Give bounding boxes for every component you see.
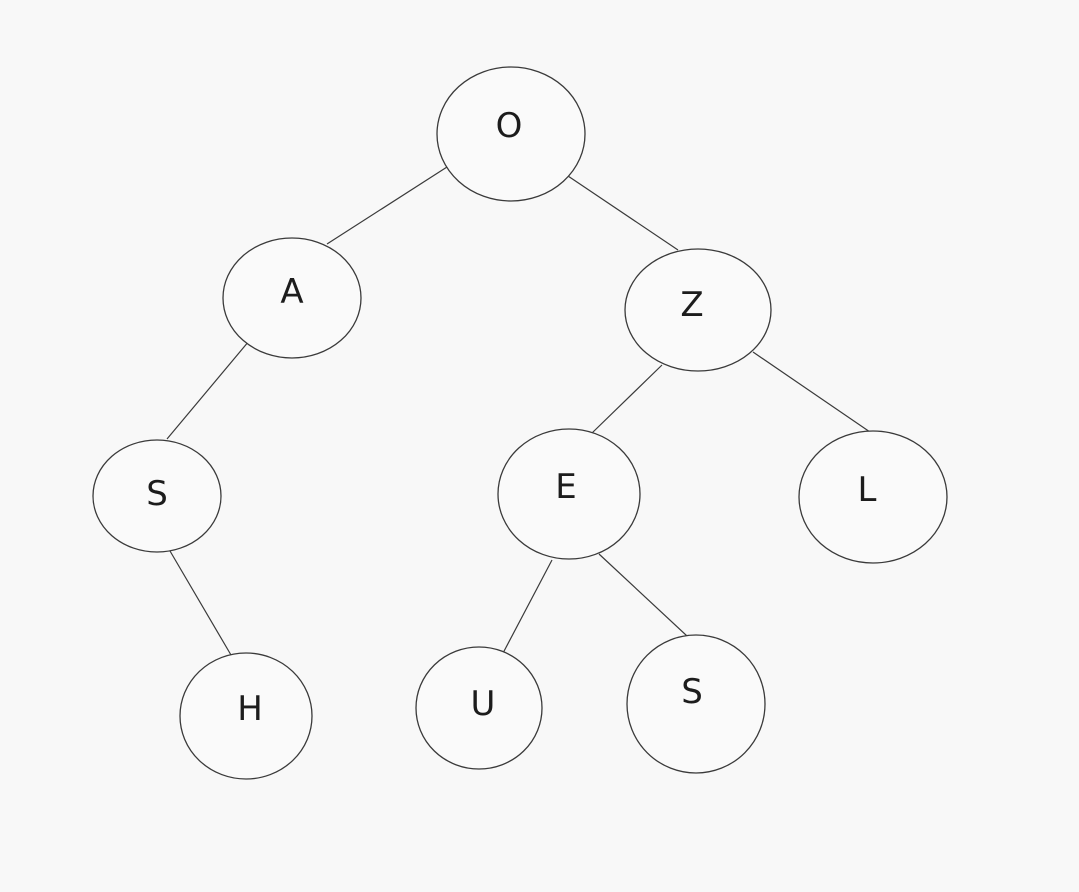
node-circle (624, 248, 772, 372)
edge-o-a (326, 166, 448, 245)
node-label: S (146, 474, 168, 514)
node-label: S (681, 672, 703, 712)
edge-e-u (501, 559, 553, 656)
node-circle (92, 439, 222, 553)
node-circle (626, 634, 766, 774)
tree-node-h: H (179, 652, 313, 780)
node-label: O (496, 106, 523, 146)
tree-node-s: S (92, 439, 222, 553)
node-circle (436, 66, 586, 202)
node-label: Z (680, 285, 703, 325)
edge-e-s2 (598, 553, 688, 637)
node-label: L (858, 470, 877, 510)
tree-node-l: L (798, 430, 948, 564)
nodes-layer: O A Z S E L H U (92, 66, 948, 780)
tree-node-e: E (497, 428, 641, 560)
tree-node-z: Z (624, 248, 772, 372)
tree-node-s: S (626, 634, 766, 774)
node-label: U (471, 684, 496, 724)
edges-layer (166, 166, 871, 656)
edge-a-s1 (166, 340, 250, 440)
edge-o-z (567, 175, 679, 251)
tree-node-a: A (222, 237, 362, 359)
node-circle (179, 652, 313, 780)
edge-z-l (752, 351, 871, 433)
node-label: E (555, 467, 576, 507)
node-label: H (237, 689, 263, 729)
tree-node-o: O (436, 66, 586, 202)
node-circle (497, 428, 641, 560)
node-circle (222, 237, 362, 359)
edge-s1-h (169, 550, 232, 656)
node-circle (798, 430, 948, 564)
node-circle (415, 646, 543, 770)
edge-z-e (591, 364, 663, 434)
node-label: A (280, 272, 303, 312)
tree-node-u: U (415, 646, 543, 770)
